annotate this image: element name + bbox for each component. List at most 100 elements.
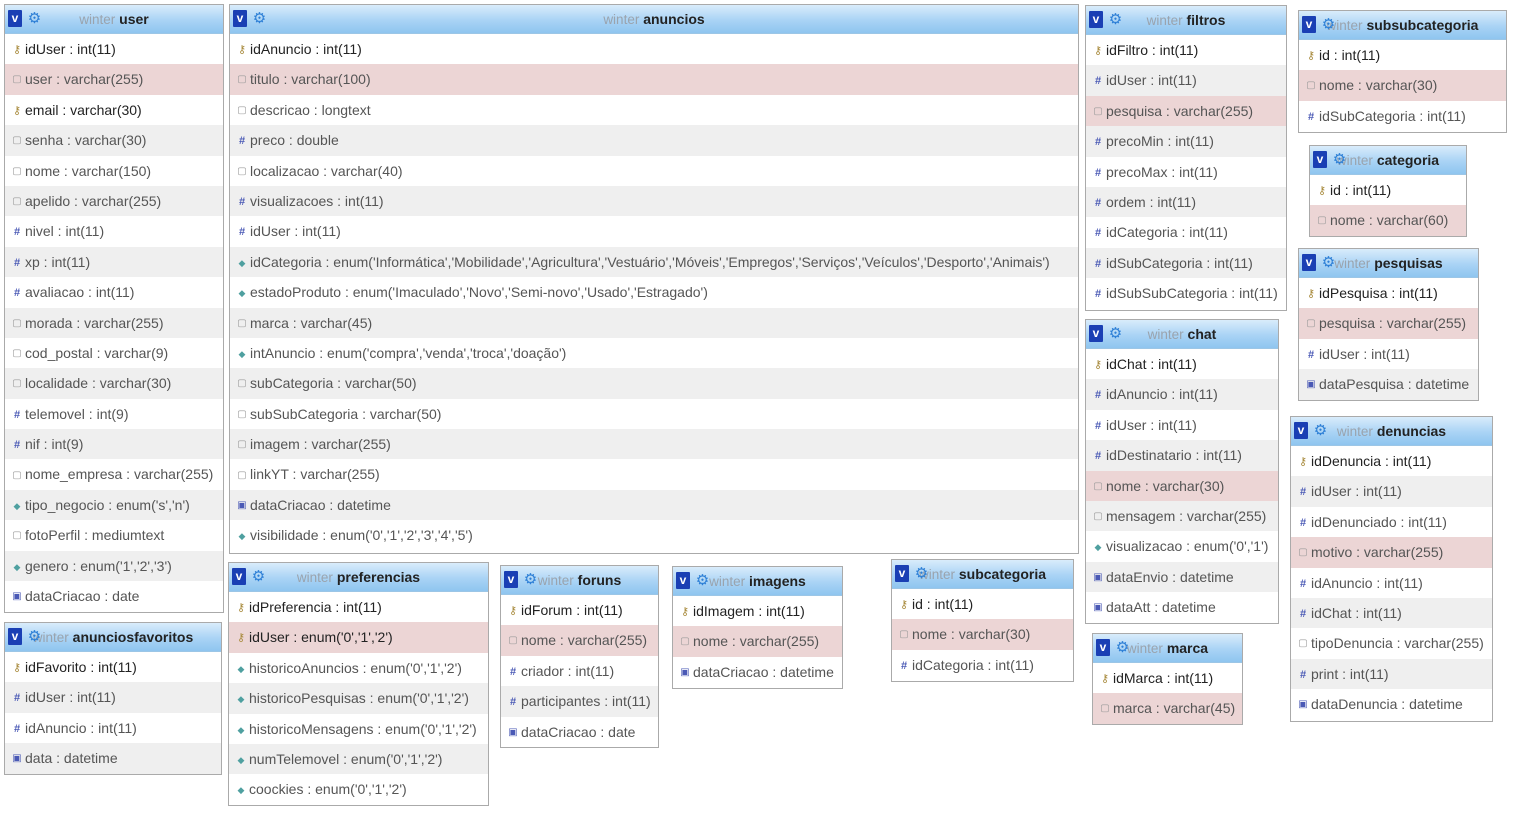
field-row[interactable]: #idCategoria : int(11) [1086, 217, 1286, 247]
field-row[interactable]: ⚷id : int(11) [892, 589, 1073, 619]
field-row[interactable]: ⚷idUser : int(11) [5, 34, 223, 64]
field-row[interactable]: ◆estadoProduto : enum('Imaculado','Novo'… [230, 277, 1078, 307]
field-row[interactable]: ◆visualizacao : enum('0','1') [1086, 531, 1278, 561]
field-row[interactable]: ◆numTelemovel : enum('0','1','2') [229, 743, 488, 775]
table-categoria[interactable]: v⚙winter categoria⚷id : int(11)▢nome : v… [1309, 145, 1467, 237]
v-toggle-icon[interactable]: v [8, 628, 22, 645]
field-row[interactable]: ▢nome : varchar(255) [673, 626, 842, 657]
field-row[interactable]: #idUser : int(11) [1086, 65, 1286, 96]
field-row[interactable]: ▢nome : varchar(30) [892, 619, 1073, 650]
gear-icon[interactable]: ⚙ [695, 572, 710, 589]
table-header[interactable]: v⚙winter foruns [501, 566, 658, 595]
table-header[interactable]: v⚙winter subsubcategoria [1299, 11, 1506, 40]
gear-icon[interactable]: ⚙ [1332, 151, 1347, 168]
field-row[interactable]: ⚷idUser : enum('0','1','2') [229, 622, 488, 653]
table-header[interactable]: v⚙winter categoria [1310, 146, 1466, 175]
field-row[interactable]: ▢localizacao : varchar(40) [230, 156, 1078, 186]
field-row[interactable]: ◆historicoMensagens : enum('0','1','2') [229, 714, 488, 744]
field-row[interactable]: ⚷idPesquisa : int(11) [1299, 278, 1478, 308]
field-row[interactable]: ⚷idForum : int(11) [501, 595, 658, 625]
gear-icon[interactable]: ⚙ [1321, 254, 1336, 271]
table-header[interactable]: v⚙winter filtros [1086, 6, 1286, 35]
v-toggle-icon[interactable]: v [676, 572, 690, 589]
field-row[interactable]: ▣dataCriacao : date [5, 581, 223, 611]
table-foruns[interactable]: v⚙winter foruns⚷idForum : int(11)▢nome :… [500, 565, 659, 748]
field-row[interactable]: #idUser : int(11) [1086, 410, 1278, 440]
table-header[interactable]: v⚙winter preferencias [229, 563, 488, 592]
table-header[interactable]: v⚙winter denuncias [1291, 417, 1492, 446]
field-row[interactable]: ▣dataPesquisa : datetime [1299, 369, 1478, 400]
field-row[interactable]: ⚷id : int(11) [1299, 40, 1506, 70]
field-row[interactable]: #idUser : int(11) [1299, 339, 1478, 369]
field-row[interactable]: #criador : int(11) [501, 656, 658, 686]
table-header[interactable]: v⚙winter anunciosfavoritos [5, 623, 221, 652]
field-row[interactable]: ⚷idFiltro : int(11) [1086, 35, 1286, 65]
v-toggle-icon[interactable]: v [1089, 11, 1103, 28]
gear-icon[interactable]: ⚙ [1108, 11, 1123, 28]
gear-icon[interactable]: ⚙ [1108, 325, 1123, 342]
field-row[interactable]: ◆intAnuncio : enum('compra','venda','tro… [230, 338, 1078, 368]
gear-icon[interactable]: ⚙ [523, 571, 538, 588]
field-row[interactable]: ▣dataAtt : datetime [1086, 592, 1278, 622]
table-header[interactable]: v⚙winter anuncios [230, 5, 1078, 34]
field-row[interactable]: ▣dataCriacao : date [501, 717, 658, 747]
field-row[interactable]: ▢apelido : varchar(255) [5, 185, 223, 217]
v-toggle-icon[interactable]: v [1313, 151, 1327, 168]
field-row[interactable]: ▢nome : varchar(30) [1086, 470, 1278, 501]
field-row[interactable]: ⚷email : varchar(30) [5, 95, 223, 125]
v-toggle-icon[interactable]: v [8, 10, 22, 27]
field-row[interactable]: ▢descricao : longtext [230, 95, 1078, 125]
v-toggle-icon[interactable]: v [1096, 639, 1110, 656]
field-row[interactable]: ▢fotoPerfil : mediumtext [5, 520, 223, 550]
field-row[interactable]: #xp : int(11) [5, 246, 223, 278]
field-row[interactable]: #avaliacao : int(11) [5, 277, 223, 307]
field-row[interactable]: ▢nome : varchar(30) [1299, 70, 1506, 101]
field-row[interactable]: #telemovel : int(9) [5, 399, 223, 429]
field-row[interactable]: ⚷idPreferencia : int(11) [229, 592, 488, 622]
field-row[interactable]: ▢subCategoria : varchar(50) [230, 368, 1078, 399]
field-row[interactable]: #participantes : int(11) [501, 686, 658, 717]
field-row[interactable]: #idDenunciado : int(11) [1291, 507, 1492, 537]
table-subcategoria[interactable]: v⚙winter subcategoria⚷id : int(11)▢nome … [891, 559, 1074, 682]
field-row[interactable]: ▣data : datetime [5, 743, 221, 774]
table-header[interactable]: v⚙winter user [5, 5, 223, 34]
field-row[interactable]: #idSubCategoria : int(11) [1086, 247, 1286, 279]
field-row[interactable]: #ordem : int(11) [1086, 186, 1286, 218]
field-row[interactable]: ▣dataEnvio : datetime [1086, 561, 1278, 593]
field-row[interactable]: ⚷idChat : int(11) [1086, 349, 1278, 379]
field-row[interactable]: ⚷idDenuncia : int(11) [1291, 446, 1492, 476]
table-header[interactable]: v⚙winter imagens [673, 567, 842, 596]
gear-icon[interactable]: ⚙ [1321, 16, 1336, 33]
table-subsubcategoria[interactable]: v⚙winter subsubcategoria⚷id : int(11)▢no… [1298, 10, 1507, 133]
field-row[interactable]: ▢motivo : varchar(255) [1291, 537, 1492, 568]
gear-icon[interactable]: ⚙ [27, 10, 42, 27]
table-chat[interactable]: v⚙winter chat⚷idChat : int(11)#idAnuncio… [1085, 319, 1279, 624]
v-toggle-icon[interactable]: v [1089, 325, 1103, 342]
field-row[interactable]: ◆idCategoria : enum('Informática','Mobil… [230, 246, 1078, 278]
field-row[interactable]: ▢localidade : varchar(30) [5, 368, 223, 399]
field-row[interactable]: #idUser : int(11) [230, 216, 1078, 246]
field-row[interactable]: ▣dataCriacao : datetime [230, 489, 1078, 521]
v-toggle-icon[interactable]: v [504, 571, 518, 588]
field-row[interactable]: ◆coockies : enum('0','1','2') [229, 774, 488, 804]
field-row[interactable]: #idDestinatario : int(11) [1086, 440, 1278, 471]
field-row[interactable]: ◆tipo_negocio : enum('s','n') [5, 489, 223, 521]
field-row[interactable]: ⚷id : int(11) [1310, 175, 1466, 205]
field-row[interactable]: #idAnuncio : int(11) [1086, 379, 1278, 410]
field-row[interactable]: #idChat : int(11) [1291, 597, 1492, 629]
field-row[interactable]: ◆visibilidade : enum('0','1','2','3','4'… [230, 520, 1078, 550]
field-row[interactable]: #nivel : int(11) [5, 216, 223, 246]
v-toggle-icon[interactable]: v [233, 10, 247, 27]
table-denuncias[interactable]: v⚙winter denuncias⚷idDenuncia : int(11)#… [1290, 416, 1493, 722]
table-filtros[interactable]: v⚙winter filtros⚷idFiltro : int(11)#idUs… [1085, 5, 1287, 311]
table-header[interactable]: v⚙winter pesquisas [1299, 249, 1478, 278]
table-imagens[interactable]: v⚙winter imagens⚷idImagem : int(11)▢nome… [672, 566, 843, 689]
v-toggle-icon[interactable]: v [895, 565, 909, 582]
field-row[interactable]: ▢nome_empresa : varchar(255) [5, 459, 223, 489]
table-marca[interactable]: v⚙winter marca⚷idMarca : int(11)▢marca :… [1092, 633, 1243, 725]
field-row[interactable]: #nif : int(9) [5, 429, 223, 460]
field-row[interactable]: ▣dataCriacao : datetime [673, 657, 842, 687]
field-row[interactable]: #idAnuncio : int(11) [5, 713, 221, 743]
field-row[interactable]: #idUser : int(11) [1291, 476, 1492, 507]
field-row[interactable]: ▢mensagem : varchar(255) [1086, 500, 1278, 532]
